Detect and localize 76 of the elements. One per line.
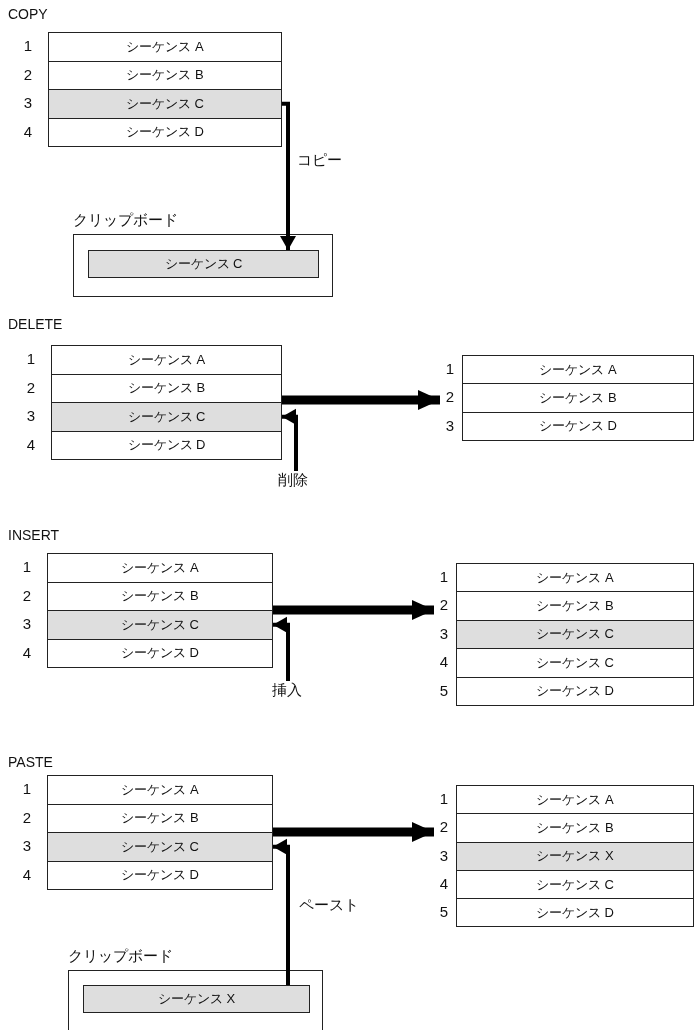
sequence-row: シーケンス B <box>48 60 282 90</box>
row-number: 5 <box>438 902 450 923</box>
sequence-row: シーケンス B <box>51 373 282 403</box>
result-arrow <box>282 390 440 410</box>
row-number: 1 <box>25 349 37 369</box>
row-number: 2 <box>438 595 450 616</box>
row-number: 1 <box>21 557 33 577</box>
sequence-row: シーケンス D <box>48 117 282 147</box>
sequence-row: シーケンス A <box>51 345 282 375</box>
row-number: 3 <box>438 845 450 866</box>
sequence-row: シーケンス A <box>48 32 282 62</box>
sequence-row: シーケンス A <box>462 355 694 385</box>
sequence-row: シーケンス C <box>47 832 273 862</box>
row-number: 3 <box>25 406 37 426</box>
clipboard-item: シーケンス C <box>88 250 319 278</box>
sequence-row: シーケンス C <box>51 402 282 432</box>
clipboard-item: シーケンス X <box>83 985 310 1013</box>
row-number: 4 <box>21 864 33 885</box>
row-number: 3 <box>21 614 33 634</box>
arrow <box>282 408 298 471</box>
sequence-row: シーケンス A <box>47 553 273 583</box>
row-number: 3 <box>22 93 34 113</box>
row-number: 3 <box>21 836 33 856</box>
clipboard-heading: クリップボード <box>68 947 173 966</box>
row-number: 3 <box>444 415 456 436</box>
row-number: 1 <box>444 359 456 379</box>
row-number: 2 <box>22 64 34 85</box>
row-number: 1 <box>438 567 450 587</box>
sequence-row: シーケンス B <box>47 803 273 833</box>
row-number: 4 <box>438 652 450 673</box>
row-number: 2 <box>21 585 33 606</box>
section-title: INSERT <box>8 527 60 543</box>
row-number: 2 <box>21 807 33 828</box>
row-number: 1 <box>438 789 450 809</box>
row-number: 4 <box>438 873 450 894</box>
row-number: 1 <box>21 779 33 799</box>
sequence-row: シーケンス D <box>47 638 273 668</box>
row-number: 2 <box>438 817 450 838</box>
sequence-row: シーケンス C <box>47 610 273 640</box>
arrow <box>273 838 290 985</box>
result-arrow <box>273 600 434 620</box>
arrow <box>273 616 290 681</box>
clipboard-heading: クリップボード <box>73 211 178 230</box>
edge-label: コピー <box>296 151 343 170</box>
row-number: 2 <box>444 387 456 408</box>
arrow <box>280 101 296 250</box>
row-number: 4 <box>25 434 37 455</box>
sequence-row: シーケンス B <box>462 383 694 413</box>
sequence-row: シーケンス D <box>51 430 282 460</box>
sequence-row: シーケンス B <box>456 591 694 621</box>
sequence-row: シーケンス C <box>48 89 282 119</box>
row-number: 2 <box>25 377 37 398</box>
sequence-row: シーケンス C <box>456 648 694 678</box>
section-title: PASTE <box>8 754 53 770</box>
sequence-row: シーケンス D <box>462 411 694 442</box>
row-number: 4 <box>22 121 34 142</box>
result-arrow <box>273 822 434 842</box>
sequence-row: シーケンス C <box>456 869 694 900</box>
row-number: 5 <box>438 680 450 701</box>
operation-label: 挿入 <box>272 681 302 700</box>
sequence-row: シーケンス C <box>456 619 694 650</box>
sequence-row: シーケンス A <box>456 563 694 593</box>
section-title: COPY <box>8 6 48 22</box>
operation-label: 削除 <box>278 471 308 490</box>
section-title: DELETE <box>8 316 63 332</box>
sequence-row: シーケンス X <box>456 841 694 871</box>
sequence-row: シーケンス B <box>47 581 273 611</box>
sequence-row: シーケンス B <box>456 813 694 843</box>
row-number: 1 <box>22 36 34 56</box>
row-number: 3 <box>438 623 450 644</box>
row-number: 4 <box>21 642 33 663</box>
sequence-row: シーケンス D <box>47 860 273 890</box>
sequence-row: シーケンス D <box>456 676 694 706</box>
sequence-row: シーケンス A <box>47 775 273 805</box>
sequence-row: シーケンス A <box>456 785 694 815</box>
sequence-row: シーケンス D <box>456 898 694 928</box>
